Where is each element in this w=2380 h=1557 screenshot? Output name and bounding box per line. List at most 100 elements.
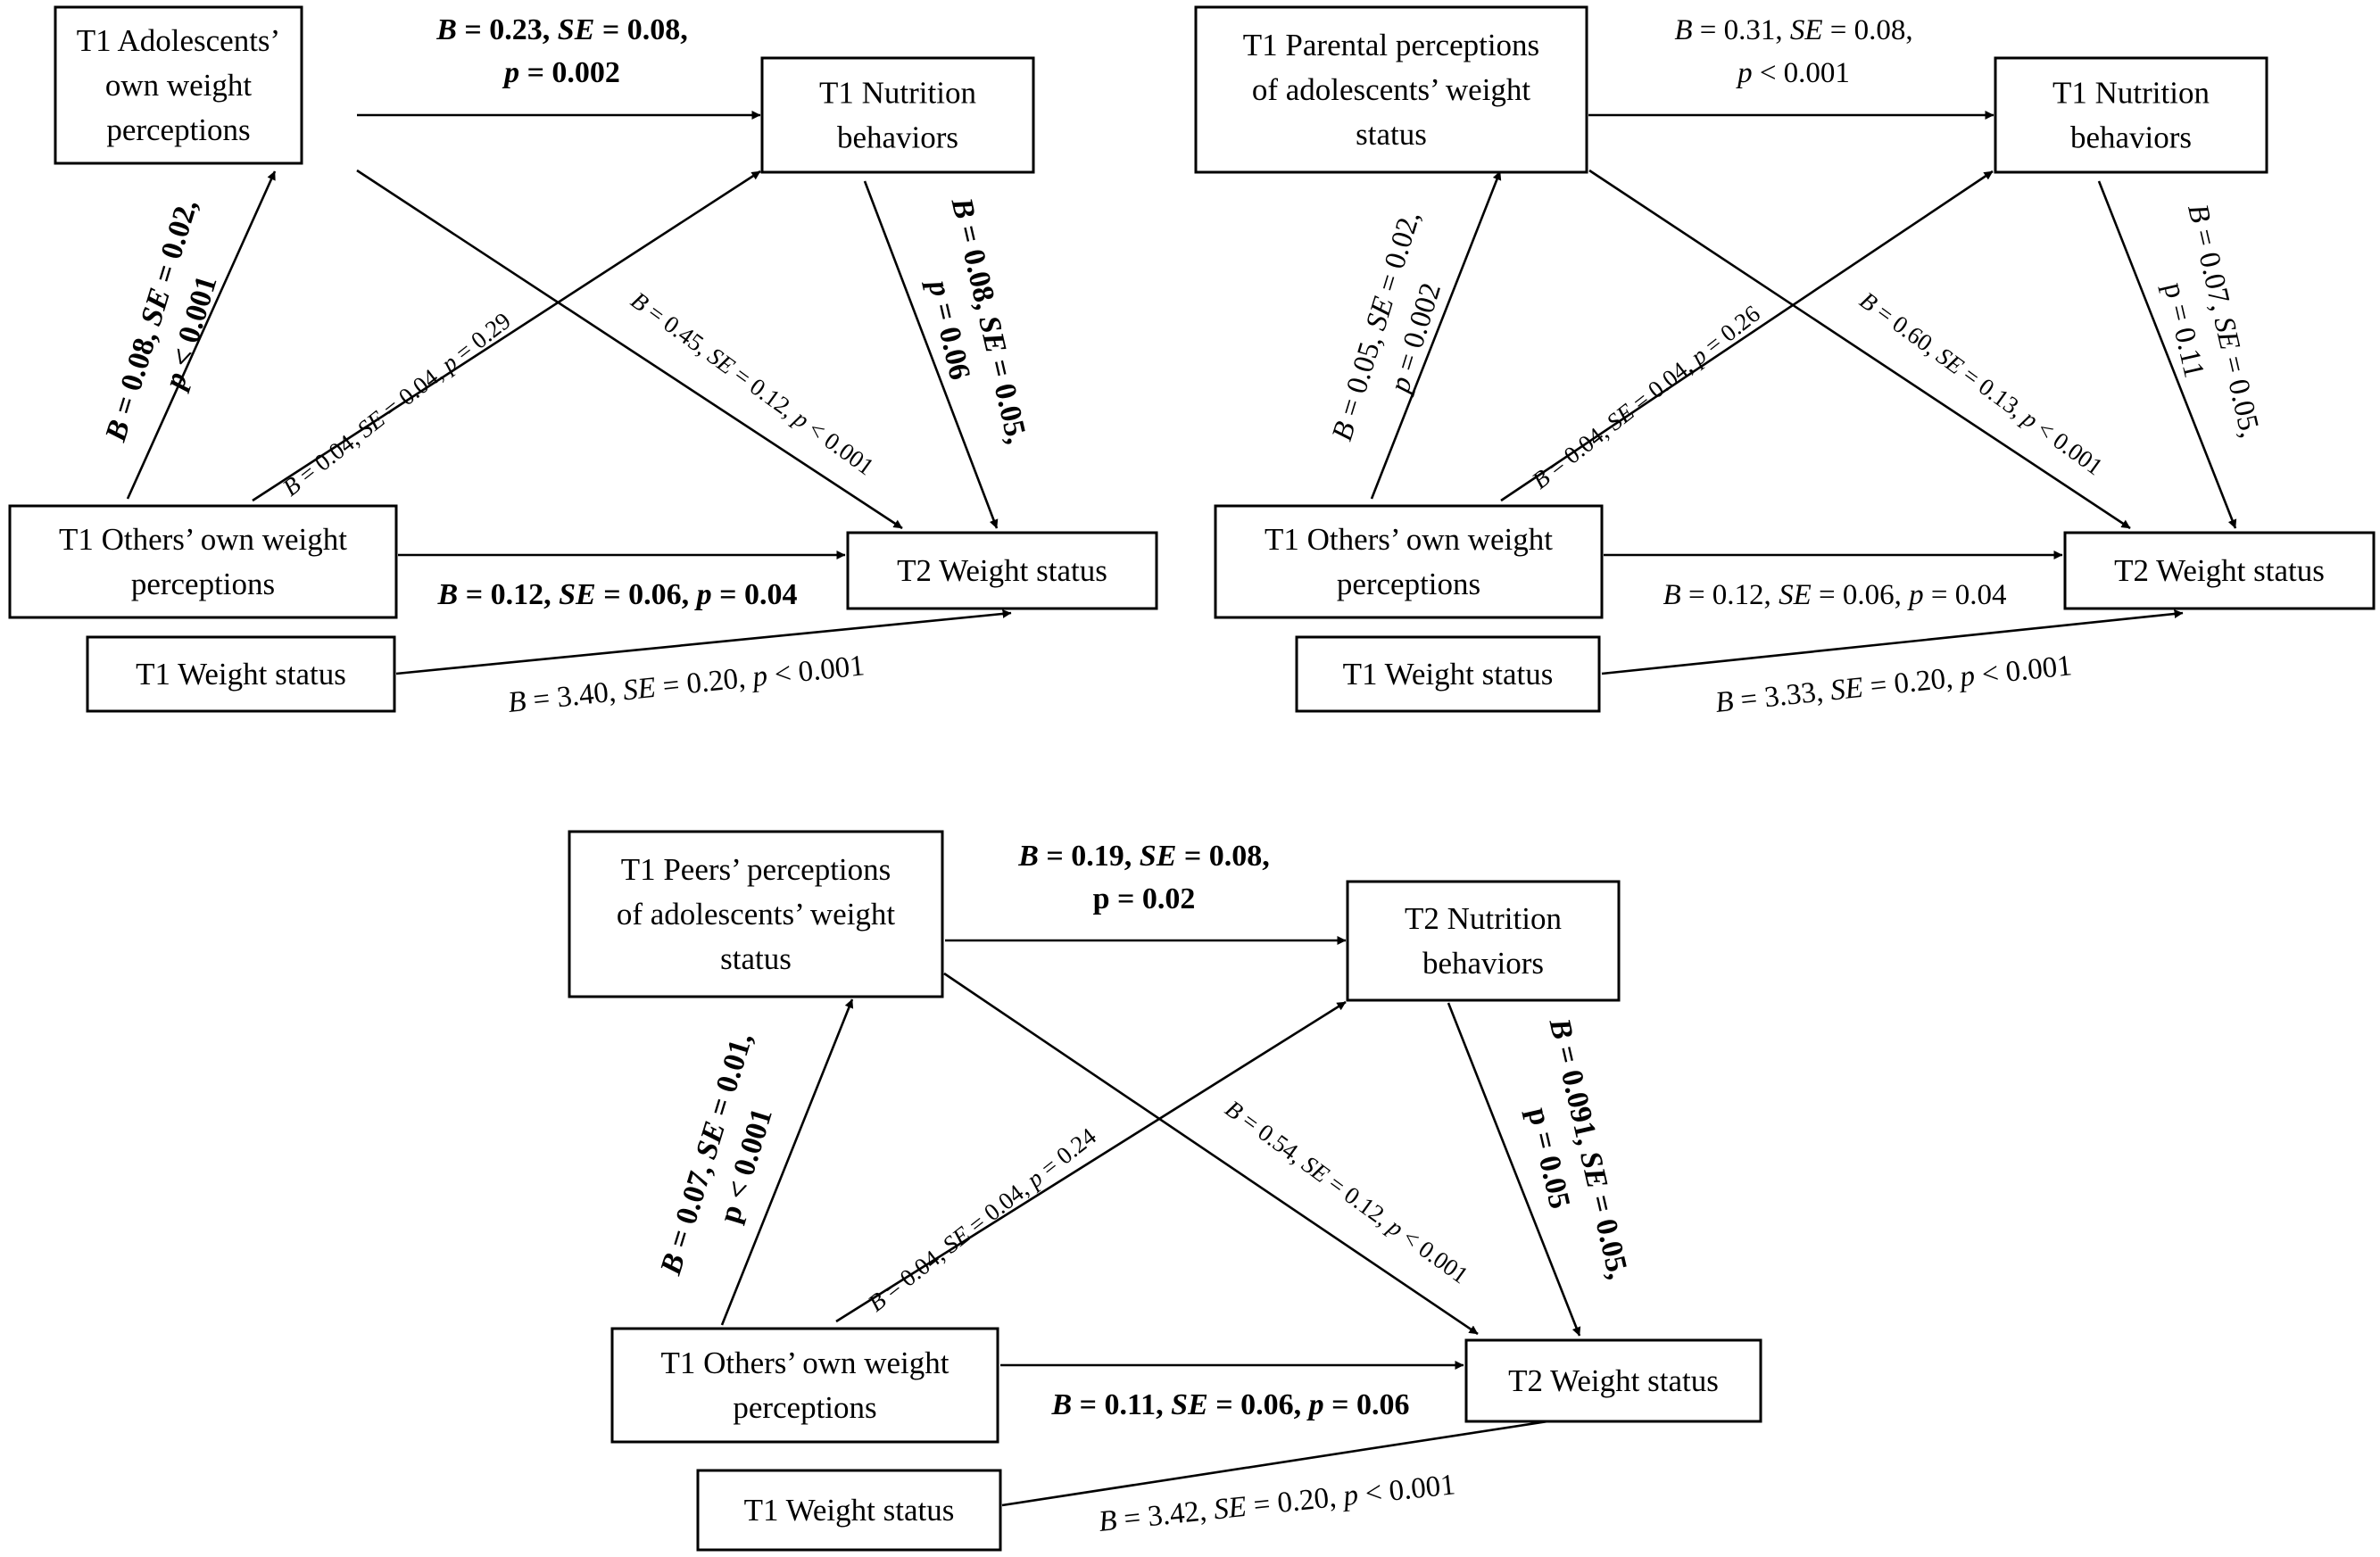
node-predictor: T1 Peers’ perceptions of adolescents’ wei… — [568, 830, 944, 998]
svg-text:B = 0.19, SE = 0.08,: B = 0.19, SE = 0.08, — [1017, 840, 1270, 873]
coef-oth-to-out: B = 0.11, SE = 0.06, p = 0.06 — [1050, 1388, 1409, 1421]
arrow-oth-to-med — [1500, 170, 1994, 502]
node-label-line: T1 Weight status — [136, 657, 346, 692]
node-others: T1 Others’ own weight perceptions — [610, 1327, 999, 1444]
node-outcome: T2 Weight status — [2063, 531, 2376, 610]
node-label-line: T1 Nutrition — [819, 76, 976, 111]
node-label-line: own weight — [105, 68, 253, 103]
node-label-line: perceptions — [1337, 567, 1480, 601]
svg-text:B = 0.60, SE = 0.13, p < 0.001: B = 0.60, SE = 0.13, p < 0.001 — [1855, 286, 2108, 480]
node-label-line: behaviors — [2070, 120, 2192, 155]
svg-text:B = 3.40, SE = 0.20, p < 0.001: B = 3.40, SE = 0.20, p < 0.001 — [506, 650, 866, 719]
coef-oth-to-out: B = 0.12, SE = 0.06, p = 0.04 — [1663, 579, 2007, 611]
node-mediator: T1 Nutrition behaviors — [760, 56, 1035, 174]
node-label-line: T2 Weight status — [1508, 1363, 1719, 1398]
node-label-line: T1 Peers’ perceptions — [621, 852, 891, 887]
arrow-oth-to-med — [835, 1000, 1347, 1323]
panel-3: T1 Peers’ perceptions of adolescents’ wei… — [568, 830, 1762, 1552]
node-label-line: T1 Others’ own weight — [59, 522, 347, 557]
node-label-line: T1 Parental perceptions — [1243, 28, 1539, 62]
svg-text:p = 0.02: p = 0.02 — [1093, 882, 1196, 915]
node-outcome: T2 Weight status — [1464, 1338, 1762, 1423]
node-others: T1 Others’ own weight perceptions — [8, 504, 398, 619]
arrow-oth-to-pred — [720, 998, 854, 1326]
svg-text:B = 0.54, SE = 0.12, p < 0.001: B = 0.54, SE = 0.12, p < 0.001 — [1221, 1095, 1473, 1288]
node-label-line: T1 Adolescents’ — [77, 23, 280, 58]
coef-med-to-out: B = 0.091, SE = 0.05,p = 0.05 — [1521, 1015, 1634, 1282]
svg-text:B = 3.42, SE = 0.20, p < 0.001: B = 3.42, SE = 0.20, p < 0.001 — [1097, 1469, 1456, 1538]
node-others: T1 Others’ own weight perceptions — [1214, 504, 1604, 619]
arrow-oth-to-med — [252, 170, 761, 502]
coef-oth-to-pred: B = 0.08, SE = 0.02,p < 0.001 — [99, 195, 224, 446]
svg-text:B = 0.23, SE = 0.08,: B = 0.23, SE = 0.08, — [435, 13, 688, 46]
arrow-med-to-out — [863, 180, 999, 529]
arrow-base-to-out — [1601, 609, 2184, 675]
svg-text:B = 0.04, SE = 0.04, p = 0.26: B = 0.04, SE = 0.04, p = 0.26 — [1527, 300, 1765, 494]
svg-text:B = 0.12, SE = 0.06, p = 0.04: B = 0.12, SE = 0.06, p = 0.04 — [1663, 579, 2007, 611]
node-baseline: T1 Weight status — [1295, 635, 1601, 713]
node-baseline: T1 Weight status — [696, 1469, 1002, 1552]
svg-text:p = 0.002: p = 0.002 — [502, 56, 620, 89]
svg-text:B = 0.04, SE = 0.04, p = 0.24: B = 0.04, SE = 0.04, p = 0.24 — [863, 1122, 1101, 1317]
coef-med-to-out: B = 0.07, SE = 0.05,p = 0.11 — [2157, 201, 2266, 441]
svg-text:p < 0.001: p < 0.001 — [1736, 57, 1850, 89]
coef-pred-to-out: B = 0.60, SE = 0.13, p < 0.001 — [1855, 286, 2108, 480]
coef-pred-to-med: B = 0.31, SE = 0.08, p < 0.001 — [1674, 14, 1912, 89]
node-label-line: T1 Nutrition — [2052, 76, 2210, 111]
coef-oth-to-pred: B = 0.07, SE = 0.01,p < 0.001 — [654, 1029, 779, 1280]
coef-pred-to-med: B = 0.23, SE = 0.08, p = 0.002 — [435, 13, 688, 89]
node-label-line: T1 Weight status — [1343, 657, 1554, 692]
node-label-line: perceptions — [106, 112, 250, 147]
node-predictor: T1 Parental perceptions of adolescents’ w… — [1194, 5, 1588, 174]
node-baseline: T1 Weight status — [86, 635, 396, 713]
node-label-line: behaviors — [837, 120, 958, 155]
svg-text:B = 0.31, SE = 0.08,: B = 0.31, SE = 0.08, — [1674, 14, 1912, 46]
node-label-line: T1 Weight status — [744, 1493, 955, 1528]
node-label-line: status — [1356, 117, 1427, 152]
node-label-line: of adolescents’ weight — [617, 897, 896, 932]
node-label-line: T2 Nutrition — [1405, 901, 1562, 936]
coef-base-to-out: B = 3.33, SE = 0.20, p < 0.001 — [1713, 650, 2073, 719]
coef-oth-to-med: B = 0.04, SE = 0.04, p = 0.26 — [1527, 300, 1765, 494]
arrow-med-to-out — [1447, 1002, 1581, 1337]
coef-pred-to-out: B = 0.45, SE = 0.12, p < 0.001 — [626, 286, 879, 480]
coef-pred-to-med: B = 0.19, SE = 0.08, p = 0.02 — [1017, 840, 1270, 915]
svg-text:B = 0.04, SE = 0.04, p = 0.29: B = 0.04, SE = 0.04, p = 0.29 — [278, 307, 516, 501]
node-label-line: T2 Weight status — [2114, 553, 2325, 588]
coef-oth-to-med: B = 0.04, SE = 0.04, p = 0.24 — [863, 1122, 1101, 1317]
coef-oth-to-out: B = 0.12, SE = 0.06, p = 0.04 — [437, 578, 798, 611]
panel-1: T1 Adolescents’ own weight perceptions T1 N… — [8, 5, 1158, 719]
svg-text:B = 0.45, SE = 0.12, p < 0.001: B = 0.45, SE = 0.12, p < 0.001 — [626, 286, 879, 480]
svg-text:B = 0.11, SE = 0.06, p = 0.06: B = 0.11, SE = 0.06, p = 0.06 — [1050, 1388, 1409, 1421]
node-label-line: perceptions — [131, 567, 275, 601]
coef-oth-to-pred: B = 0.05, SE = 0.02,p = 0.002 — [1326, 207, 1447, 444]
arrow-oth-to-pred — [1370, 170, 1502, 500]
coef-oth-to-med: B = 0.04, SE = 0.04, p = 0.29 — [278, 307, 516, 501]
svg-text:B = 0.12, SE = 0.06, p = 0.04: B = 0.12, SE = 0.06, p = 0.04 — [437, 578, 798, 611]
node-label-line: T1 Others’ own weight — [660, 1346, 949, 1380]
node-label-line: perceptions — [733, 1390, 876, 1425]
coef-base-to-out: B = 3.42, SE = 0.20, p < 0.001 — [1097, 1469, 1456, 1538]
node-label-line: of adolescents’ weight — [1252, 72, 1531, 107]
node-label-line: T1 Others’ own weight — [1265, 522, 1553, 557]
coef-med-to-out: B = 0.08, SE = 0.05,p = 0.06 — [921, 194, 1033, 447]
arrow-pred-to-out — [356, 169, 903, 530]
coef-base-to-out: B = 3.40, SE = 0.20, p < 0.001 — [506, 650, 866, 719]
node-label-line: status — [720, 941, 792, 976]
arrow-pred-to-out — [1588, 169, 2131, 530]
node-mediator: T2 Nutrition behaviors — [1346, 880, 1621, 1002]
node-outcome: T2 Weight status — [846, 531, 1158, 610]
arrow-med-to-out — [2097, 180, 2237, 529]
arrow-base-to-out — [1001, 1413, 1578, 1507]
node-predictor: T1 Adolescents’ own weight perceptions — [54, 5, 303, 165]
arrow-base-to-out — [395, 609, 1012, 675]
coef-pred-to-out: B = 0.54, SE = 0.12, p < 0.001 — [1221, 1095, 1473, 1288]
svg-text:B = 3.33, SE = 0.20, p < 0.001: B = 3.33, SE = 0.20, p < 0.001 — [1713, 650, 2073, 719]
arrow-oth-to-pred — [126, 170, 277, 500]
node-mediator: T1 Nutrition behaviors — [1994, 56, 2268, 174]
node-label-line: behaviors — [1422, 946, 1544, 981]
arrow-pred-to-out — [943, 972, 1479, 1336]
panel-2: T1 Parental perceptions of adolescents’ w… — [1194, 5, 2376, 719]
node-label-line: T2 Weight status — [897, 553, 1107, 588]
